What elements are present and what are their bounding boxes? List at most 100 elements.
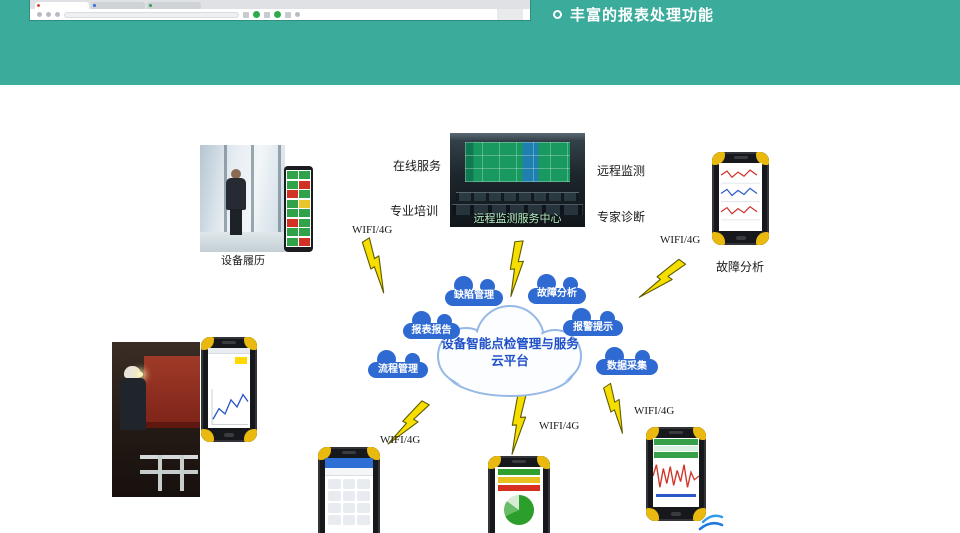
toolbar-icon	[243, 11, 249, 18]
status-bar-red	[498, 485, 540, 491]
person-head	[231, 169, 241, 179]
bullet-ring-icon	[553, 10, 562, 19]
cloud-shape	[445, 290, 503, 306]
menu-icon	[295, 12, 300, 17]
phone-corner	[646, 508, 659, 521]
feature-cloud-label: 数据采集	[607, 361, 647, 372]
person-body	[226, 178, 246, 210]
favicon-icon	[149, 4, 152, 7]
status-cell	[287, 180, 298, 189]
feature-cloud-label: 报警提示	[573, 322, 613, 333]
person-photo	[200, 145, 285, 252]
caption-monitoring-center: 远程监测服务中心	[473, 213, 562, 225]
feature-cloud-label: 报表报告	[411, 325, 452, 336]
platform-cloud: 设备智能点检管理与服务 云平台	[424, 300, 596, 402]
phone-speaker	[222, 341, 236, 344]
phone-corner	[646, 427, 659, 440]
photo-floor	[200, 232, 285, 252]
pie-chart-icon	[504, 495, 534, 525]
caption-equipment-history: 设备履历	[221, 255, 265, 267]
sparkline-chart-icon	[720, 169, 760, 221]
phone-corner	[367, 447, 380, 460]
status-cell	[299, 199, 310, 208]
phone-screen-charts	[719, 163, 762, 231]
phone-corner	[201, 429, 214, 442]
cloud-shape	[368, 362, 428, 378]
monitoring-room-photo: 远程监测服务中心	[450, 133, 585, 227]
browser-edge	[497, 9, 523, 20]
phone-corner	[693, 508, 706, 521]
keypad-key	[342, 479, 356, 489]
cloud-shape	[403, 323, 460, 339]
yellow-tag	[235, 357, 247, 364]
phone-speaker	[342, 451, 356, 454]
phone-corner	[201, 337, 214, 350]
feature-cloud-label: 缺陷管理	[454, 290, 494, 301]
feature-cloud-process: 流程管理	[368, 350, 428, 379]
caption-fault-analysis: 故障分析	[715, 260, 764, 274]
status-cell	[299, 218, 310, 227]
railing-bar	[140, 470, 198, 474]
phone-screen-keypad	[325, 458, 373, 533]
wifi-4g-label: WIFI/4G	[352, 224, 393, 236]
phone-screen-waveform	[653, 438, 699, 507]
video-wall-grid	[465, 142, 570, 182]
platform-cloud-text: 设备智能点检管理与服务 云平台	[424, 336, 596, 370]
green-badge-icon	[253, 11, 260, 18]
phone-speaker	[733, 156, 748, 159]
address-bar	[64, 11, 239, 18]
keypad-key	[328, 503, 341, 513]
keypad-key	[342, 491, 356, 501]
worker-photo	[112, 342, 200, 497]
feature-cloud-defect-management: 缺陷管理	[445, 276, 503, 307]
forward-icon	[46, 12, 51, 17]
phone-corner	[318, 447, 331, 460]
input-row	[325, 468, 373, 476]
toolbar-icon	[264, 11, 270, 18]
slide-title-text: 丰富的报表处理功能	[570, 7, 715, 24]
feature-cloud-reports: 报表报告	[403, 311, 460, 340]
waveform-chart-icon	[653, 464, 699, 488]
feature-cloud-data-collection: 数据采集	[596, 347, 658, 376]
wifi-4g-label: WIFI/4G	[380, 434, 421, 446]
keypad-key	[357, 515, 370, 525]
desk-row	[452, 204, 583, 215]
back-icon	[37, 12, 42, 17]
table-row	[654, 446, 698, 451]
keypad-key	[328, 479, 341, 489]
table-header-row	[654, 439, 698, 445]
blue-trace	[656, 494, 696, 497]
line-chart-icon	[211, 389, 249, 425]
feature-cloud-alarm: 报警提示	[563, 308, 623, 337]
toolbar-icon	[285, 11, 291, 18]
label-online-service: 在线服务	[393, 159, 442, 173]
phone-corner	[756, 232, 769, 245]
keypad-key	[342, 503, 356, 513]
person-legs	[230, 209, 242, 235]
feature-cloud-fault-analysis: 故障分析	[528, 274, 586, 305]
phone-home-button	[224, 433, 234, 437]
refresh-icon	[55, 12, 60, 17]
lightning-bolt-icon	[499, 240, 529, 298]
status-cell	[287, 209, 298, 217]
keypad-key	[328, 515, 341, 525]
keypad-key	[342, 515, 356, 525]
video-wall	[465, 142, 570, 182]
label-remote-monitoring: 远程监测	[597, 164, 646, 178]
browser-thumbnail	[30, 0, 530, 20]
rugged-phone-fault-analysis	[712, 152, 769, 245]
smartphone-screen	[286, 170, 311, 247]
browser-tab-strip	[30, 0, 530, 9]
phone-corner	[244, 337, 257, 350]
wifi-4g-label: WIFI/4G	[660, 234, 701, 246]
status-cell	[299, 171, 310, 179]
status-cell	[287, 199, 298, 208]
lightning-bolt-icon	[502, 394, 530, 455]
status-cell	[299, 190, 310, 198]
phone-home-button	[671, 512, 681, 516]
cloud-shape	[563, 320, 623, 336]
phone-corner	[693, 427, 706, 440]
cloud-shape	[528, 288, 586, 304]
phone-corner	[712, 152, 725, 165]
